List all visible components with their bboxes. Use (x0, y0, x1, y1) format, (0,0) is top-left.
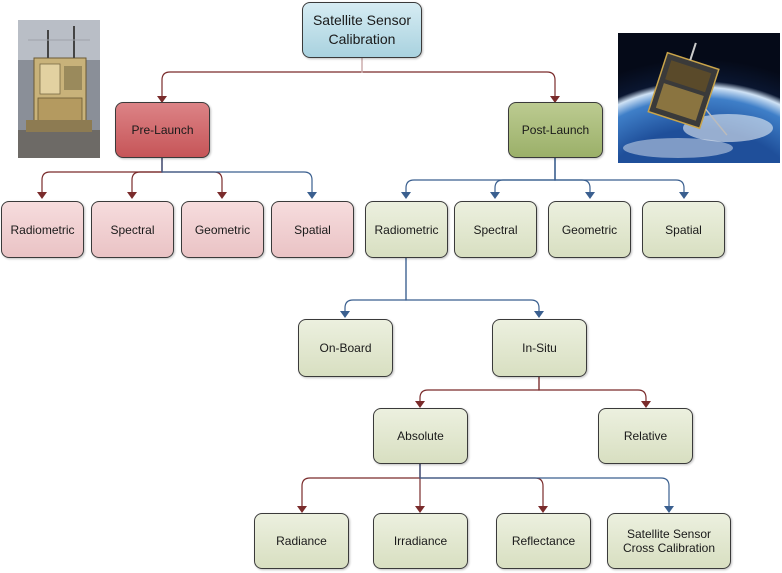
root-connectors (161, 58, 556, 100)
post-arrowheads (401, 192, 689, 199)
post-geometric-node: Geometric (548, 201, 631, 258)
in-situ-node: In-Situ (492, 319, 587, 377)
irradiance-node: Irradiance (373, 513, 468, 569)
post-spatial-node: Spatial (642, 201, 725, 258)
satellite-in-orbit-photo (618, 33, 780, 163)
insitu-connectors (419, 377, 647, 404)
root-arrowheads (157, 96, 560, 103)
post-spectral-node: Spectral (454, 201, 537, 258)
insitu-arrowheads (415, 401, 651, 408)
pre-geometric-node: Geometric (181, 201, 264, 258)
satellite-instrument-photo (18, 20, 100, 158)
pre-connectors (41, 158, 313, 195)
radiance-node: Radiance (254, 513, 349, 569)
pre-spatial-node: Spatial (271, 201, 354, 258)
pre-arrowheads (37, 192, 317, 199)
post-connectors (405, 158, 685, 195)
absolute-node: Absolute (373, 408, 468, 464)
radiometric-arrowheads (340, 311, 544, 318)
on-board-node: On-Board (298, 319, 393, 377)
relative-node: Relative (598, 408, 693, 464)
pre-launch-node: Pre-Launch (115, 102, 210, 158)
post-radiometric-node: Radiometric (365, 201, 448, 258)
pre-radiometric-node: Radiometric (1, 201, 84, 258)
cross-calibration-node: Satellite Sensor Cross Calibration (607, 513, 731, 569)
reflectance-node: Reflectance (496, 513, 591, 569)
radiometric-connectors (344, 258, 540, 314)
pre-spectral-node: Spectral (91, 201, 174, 258)
post-launch-node: Post-Launch (508, 102, 603, 158)
absolute-connectors (301, 464, 670, 509)
absolute-arrowheads (297, 506, 674, 513)
root-node: Satellite Sensor Calibration (302, 2, 422, 58)
